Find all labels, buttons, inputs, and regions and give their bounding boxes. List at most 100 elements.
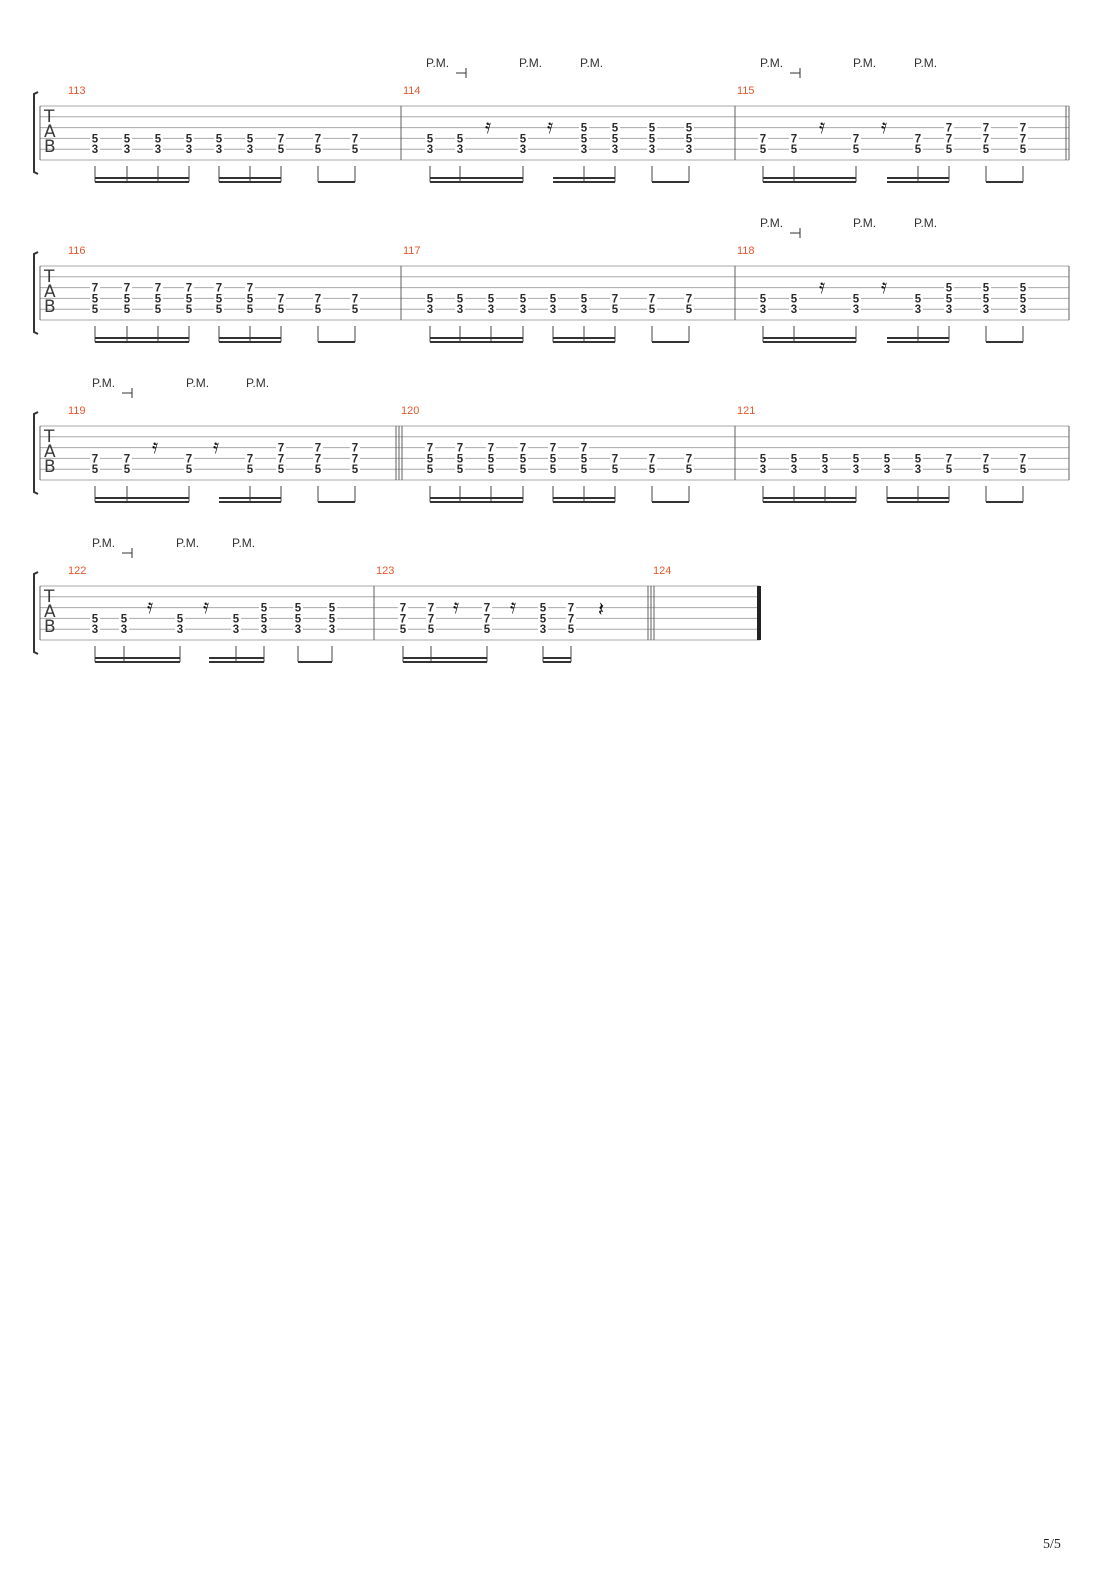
sixteenth-rest: 𝄿 [510,594,516,618]
tab-clef-letter: T [43,107,55,127]
fret-bg [90,282,100,293]
fret-number: 7 [1020,133,1026,145]
fret-bg [944,144,954,155]
fret-bg [789,304,799,315]
fret-number: 7 [400,603,406,615]
fret-number: 5 [295,613,302,625]
fret-number: 5 [295,603,302,615]
palm-mute-label: P.M. [760,56,783,70]
fret-number: 5 [278,304,285,316]
fret-bg [90,453,100,464]
sixteenth-rest: 𝄿 [819,274,825,298]
fret-bg [214,282,224,293]
fret-number: 5 [488,293,495,305]
fret-number: 3 [427,304,433,316]
tab-clef-letter: B [44,297,56,317]
fret-bg [913,133,923,144]
fret-bg [518,293,528,304]
fret-number: 7 [1020,453,1026,465]
fret-number: 3 [261,624,267,636]
fret-number: 3 [520,304,526,316]
fret-bg [153,144,163,155]
fret-bg [313,442,323,453]
fret-bg [566,613,576,624]
fret-bg [245,464,255,475]
fret-bg [1018,464,1028,475]
fret-bg [259,613,269,624]
fret-number: 5 [581,123,588,135]
fret-number: 5 [1020,283,1027,295]
fret-bg [518,453,528,464]
fret-bg [245,282,255,293]
fret-number: 5 [853,453,860,465]
fret-number: 5 [791,144,798,156]
fret-number: 5 [520,453,527,465]
fret-number: 5 [92,133,99,145]
fret-number: 5 [983,464,990,476]
fret-bg [90,144,100,155]
fret-bg [482,613,492,624]
fret-bg [579,133,589,144]
fret-number: 5 [457,464,464,476]
fret-bg [245,293,255,304]
fret-bg [482,624,492,635]
fret-bg [350,144,360,155]
fret-number: 5 [581,133,588,145]
sixteenth-rest: 𝄿 [881,274,887,298]
fret-number: 3 [216,144,222,156]
fret-number: 5 [540,603,547,615]
fret-bg [579,453,589,464]
fret-number: 3 [1020,304,1026,316]
measure-number: 116 [68,245,86,257]
fret-bg [579,304,589,315]
fret-bg [184,144,194,155]
fret-bg [684,464,694,475]
fret-bg [1018,144,1028,155]
fret-bg [538,624,548,635]
fret-number: 7 [247,453,253,465]
fret-bg [482,602,492,613]
fret-bg [426,602,436,613]
fret-bg [610,464,620,475]
fret-number: 7 [612,293,618,305]
fret-bg [548,442,558,453]
fret-number: 5 [92,293,99,305]
fret-number: 7 [946,133,952,145]
fret-bg [214,304,224,315]
fret-number: 3 [155,144,161,156]
fret-bg [684,453,694,464]
fret-bg [1018,133,1028,144]
fret-bg [184,453,194,464]
fret-bg [684,293,694,304]
fret-number: 5 [686,304,693,316]
fret-number: 3 [760,464,766,476]
fret-bg [913,464,923,475]
fret-bg [245,133,255,144]
fret-number: 5 [946,283,953,295]
fret-number: 5 [520,293,527,305]
fret-number: 5 [247,133,254,145]
fret-bg [214,133,224,144]
fret-bg [455,464,465,475]
fret-bg [981,304,991,315]
fret-bg [944,122,954,133]
fret-bg [90,304,100,315]
fret-bg [851,293,861,304]
fret-number: 3 [791,304,797,316]
fret-number: 5 [822,453,829,465]
fret-number: 5 [155,304,162,316]
fret-bg [122,144,132,155]
fret-bg [486,453,496,464]
fret-bg [820,453,830,464]
fret-number: 7 [520,443,526,455]
fret-number: 3 [124,144,130,156]
fret-bg [313,464,323,475]
fret-number: 3 [853,304,859,316]
fret-bg [566,602,576,613]
fret-number: 5 [760,293,767,305]
fret-bg [851,464,861,475]
fret-bg [684,133,694,144]
fret-bg [610,133,620,144]
fret-bg [944,464,954,475]
fret-number: 5 [983,283,990,295]
